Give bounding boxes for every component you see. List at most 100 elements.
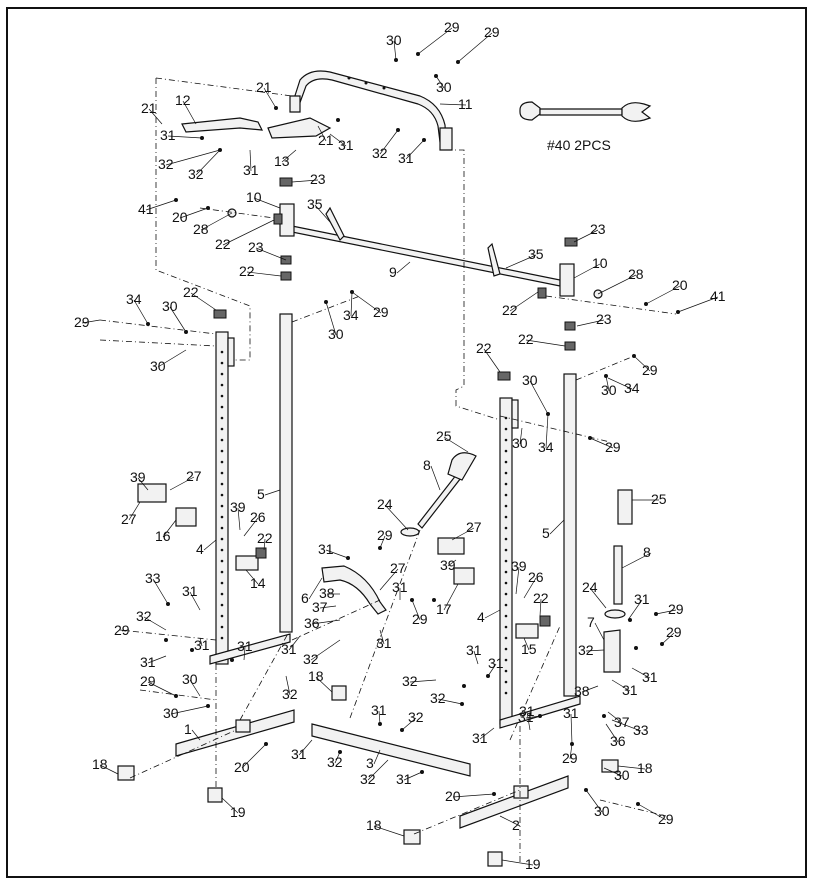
upright-hole — [504, 614, 508, 618]
leader-line — [379, 535, 386, 549]
leader-line — [633, 355, 651, 372]
leader-line — [179, 207, 209, 219]
handle-post-part-7 — [603, 629, 621, 673]
leader-line — [169, 306, 187, 333]
leader-line — [607, 711, 623, 724]
upright-hole — [220, 592, 224, 596]
part-callout-label: 27 — [390, 560, 406, 576]
upright-hole — [220, 449, 224, 453]
wrench-quantity-note: #40 2PCS — [547, 137, 611, 153]
leader-line — [147, 655, 167, 664]
part-callout-label: 30 — [436, 79, 452, 95]
part-callout-label: 5 — [542, 525, 550, 541]
part-callout-label: 29 — [114, 622, 130, 638]
leader-line — [221, 797, 239, 814]
part-callout-label: 19 — [230, 804, 246, 820]
leader-line — [645, 285, 681, 305]
leader-line — [611, 679, 631, 692]
part-callout-label: 20 — [172, 209, 188, 225]
leader-line — [81, 319, 101, 324]
leader-line — [255, 247, 287, 261]
j-hook-part-12 — [181, 117, 264, 133]
part-callout-label: 29 — [377, 527, 393, 543]
leader-line — [145, 199, 177, 211]
part-callout-label: 22 — [518, 331, 534, 347]
part-callout-label: 9 — [389, 264, 397, 280]
part-callout-label: 28 — [193, 221, 209, 237]
leader-line — [417, 27, 453, 55]
leader-line — [437, 698, 463, 705]
leader-line — [605, 723, 619, 743]
part-callout-label: 16 — [155, 528, 171, 544]
storage-post-left-part-8 — [400, 452, 477, 537]
leader-line — [631, 667, 651, 679]
right-front-upright-part-4 — [497, 371, 519, 725]
part-callout-label: 30 — [601, 382, 617, 398]
leader-line — [655, 609, 677, 615]
upright-hole — [220, 515, 224, 519]
part-callout-label: 26 — [250, 509, 266, 525]
leader-line — [308, 577, 323, 600]
leader-line — [191, 729, 201, 741]
leader-line — [487, 663, 497, 677]
leader-line — [199, 637, 203, 647]
leader-line — [526, 711, 531, 731]
leader-line — [499, 815, 521, 827]
upright-hole — [220, 614, 224, 618]
part-callout-label: 4 — [477, 609, 485, 625]
left-rear-upright-part-5 — [279, 313, 293, 633]
part-callout-label: 10 — [592, 255, 608, 271]
part-callout-label: 31 — [466, 642, 482, 658]
upright-hole — [504, 603, 508, 607]
upright-hole — [220, 625, 224, 629]
leader-line — [165, 149, 221, 166]
part-callout-label: 21 — [318, 132, 334, 148]
upright-hole — [504, 449, 508, 453]
upright-hole — [504, 460, 508, 464]
leader-line — [367, 759, 389, 781]
leader-line — [435, 75, 445, 89]
part-callout-label: 29 — [642, 362, 658, 378]
leader-line — [451, 527, 475, 541]
part-callout-label: 39 — [440, 557, 456, 573]
upright-hole — [504, 482, 508, 486]
part-callout-label: 41 — [138, 201, 154, 217]
leader-line — [311, 619, 341, 625]
part-callout-label: 20 — [672, 277, 688, 293]
leader-line — [545, 413, 549, 449]
part-callout-label: 31 — [281, 641, 297, 657]
leader-line — [573, 263, 601, 279]
part-callout-label: 24 — [377, 496, 393, 512]
part-callout-label: 29 — [373, 304, 389, 320]
foot-cap-part-19-left — [207, 787, 223, 803]
part-callout-label: 26 — [528, 569, 544, 585]
part-callout-label: 18 — [637, 760, 653, 776]
leader-line — [605, 375, 610, 392]
leader-line — [325, 549, 349, 559]
leader-line — [264, 489, 281, 496]
part-callout-label: 36 — [610, 733, 626, 749]
leader-line — [443, 583, 459, 611]
part-callout-label: 7 — [587, 614, 595, 630]
right-rear-upright-part-5 — [563, 373, 577, 697]
part-callout-label: 31 — [518, 709, 534, 725]
part-callout-label: 28 — [628, 266, 644, 282]
top-crossbar-part-11 — [289, 70, 453, 151]
upright-hole — [220, 504, 224, 508]
part-callout-label: 27 — [466, 519, 482, 535]
part-callout-label: 29 — [668, 601, 684, 617]
part-callout-label: 32 — [372, 145, 388, 161]
leader-line — [319, 605, 337, 609]
part-callout-label: 5 — [257, 486, 265, 502]
part-callout-label: 8 — [643, 544, 651, 560]
part-callout-label: 11 — [458, 96, 473, 112]
leader-line — [479, 727, 495, 740]
leader-line — [523, 577, 537, 599]
part-callout-label: 19 — [525, 856, 541, 872]
leader-line — [249, 149, 252, 172]
leader-line — [484, 609, 501, 619]
leader-line — [334, 751, 341, 764]
leader-line — [525, 339, 566, 347]
upright-hole — [504, 526, 508, 530]
leader-line — [379, 568, 399, 591]
